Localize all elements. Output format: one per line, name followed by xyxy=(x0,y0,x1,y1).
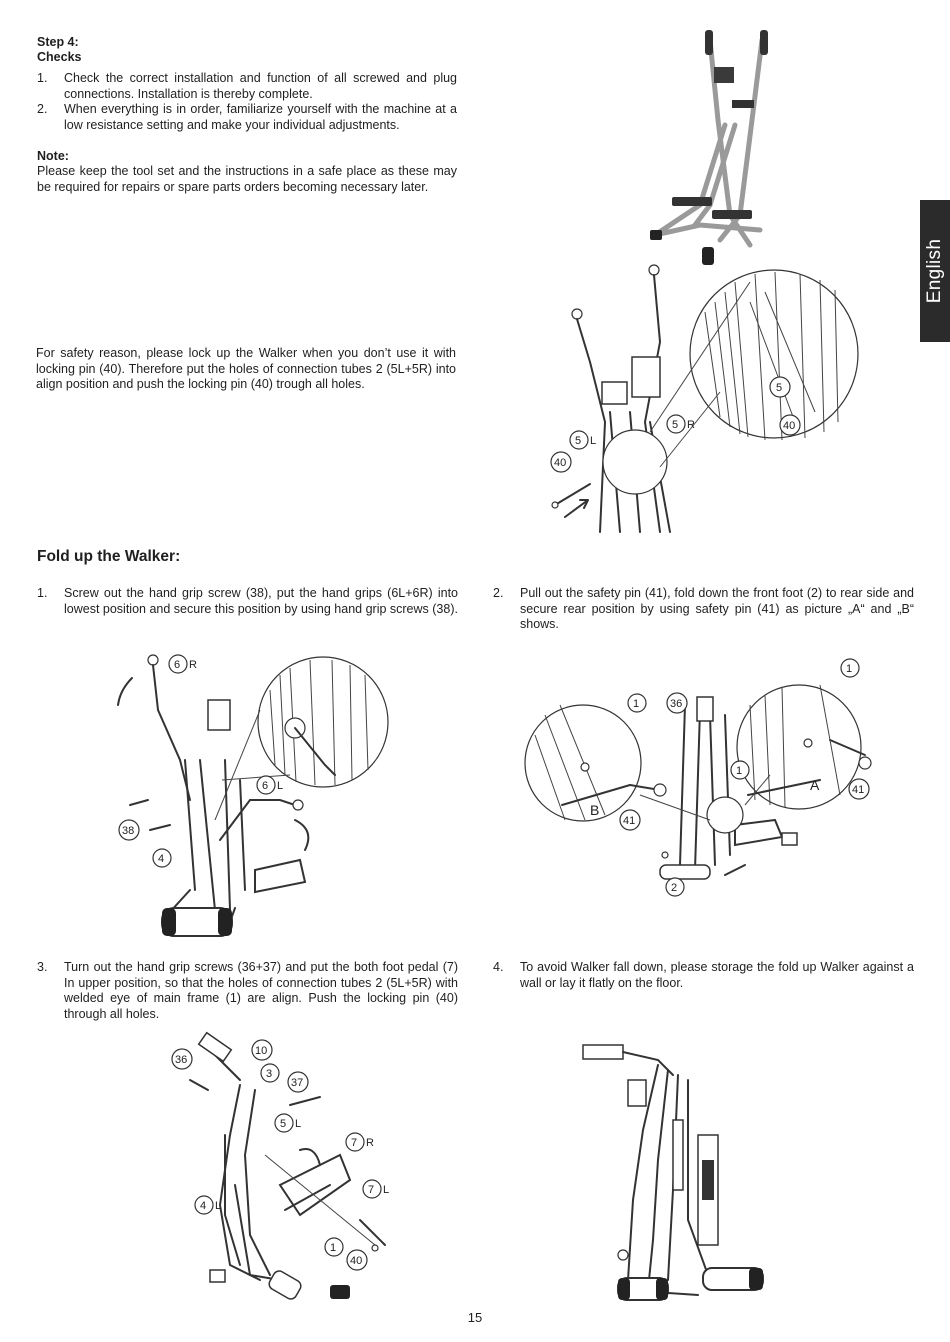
svg-text:40: 40 xyxy=(554,457,566,469)
fold-figure-4 xyxy=(582,1044,764,1301)
callout-6L: 6 L xyxy=(256,775,283,795)
svg-text:40: 40 xyxy=(350,1255,362,1267)
svg-text:L: L xyxy=(277,780,283,792)
svg-text:1: 1 xyxy=(330,1242,336,1254)
detail-label-a: A xyxy=(810,777,820,793)
svg-text:L: L xyxy=(295,1118,301,1130)
fold-step-1: 1.Screw out the hand grip screw (38), pu… xyxy=(37,586,458,617)
callout-5L: 5 L xyxy=(274,1113,301,1133)
fold-step-2: 2.Pull out the safety pin (41), fold dow… xyxy=(493,586,914,633)
step4-list: 1.Check the correct installation and fun… xyxy=(37,71,457,133)
list-item: 1.Check the correct installation and fun… xyxy=(37,71,457,101)
svg-text:L: L xyxy=(215,1200,221,1212)
svg-text:4: 4 xyxy=(158,853,164,865)
svg-text:37: 37 xyxy=(291,1077,303,1089)
callout-4L: 4 L xyxy=(194,1195,221,1215)
callout-40: 40 xyxy=(346,1249,368,1271)
svg-text:1: 1 xyxy=(846,663,852,675)
fold-figure-2: 1 36 1 1 41 41 2 A B xyxy=(524,658,872,897)
callout-37: 37 xyxy=(287,1071,309,1093)
svg-text:1: 1 xyxy=(633,698,639,710)
svg-text:3: 3 xyxy=(266,1068,272,1080)
list-item: 2.When everything is in order, familiari… xyxy=(37,102,457,132)
svg-text:7: 7 xyxy=(351,1137,357,1149)
list-item: 3.Turn out the hand grip screws (36+37) … xyxy=(37,960,458,1021)
fold-title: Fold up the Walker: xyxy=(37,548,181,565)
callout-1: 1 xyxy=(324,1237,344,1257)
svg-text:40: 40 xyxy=(783,420,795,432)
callout-4: 4 xyxy=(152,848,172,868)
svg-text:6: 6 xyxy=(262,780,268,792)
svg-text:L: L xyxy=(383,1184,389,1196)
callout-5L: 5 L xyxy=(569,430,596,450)
fold-step-4: 4.To avoid Walker fall down, please stor… xyxy=(493,960,914,991)
callout-36: 36 xyxy=(666,692,688,714)
step4-heading: Step 4: xyxy=(37,35,79,49)
list-item: 1.Screw out the hand grip screw (38), pu… xyxy=(37,586,458,616)
callout-7R: 7 R xyxy=(345,1132,374,1152)
page-number: 15 xyxy=(467,1310,483,1325)
callout-41-right: 41 xyxy=(848,778,870,800)
note-label: Note: xyxy=(37,149,69,163)
svg-text:5: 5 xyxy=(672,419,678,431)
callout-38: 38 xyxy=(118,819,140,841)
callout-5R: 5 R xyxy=(666,414,695,434)
fold-figure-3: 36 10 3 37 5 L 7 R 7 L 4 L 1 40 xyxy=(171,1031,389,1300)
fold-step-3: 3.Turn out the hand grip screws (36+37) … xyxy=(37,960,458,1022)
svg-text:10: 10 xyxy=(255,1045,267,1057)
note-text: Please keep the tool set and the instruc… xyxy=(37,164,457,194)
fold-figure-1: 6 R 6 L 38 4 xyxy=(117,654,389,937)
svg-text:5: 5 xyxy=(776,382,782,394)
walker-photo xyxy=(650,30,768,265)
callout-10: 10 xyxy=(251,1039,273,1061)
callout-1-right: 1 xyxy=(840,658,860,678)
step4-subheading: Checks xyxy=(37,50,82,64)
callout-3: 3 xyxy=(260,1063,280,1083)
callout-40-detail: 40 xyxy=(779,414,801,436)
svg-text:6: 6 xyxy=(174,659,180,671)
callout-2: 2 xyxy=(665,877,685,897)
locking-pin-illustration: 5 L 40 5 R 5 40 xyxy=(550,264,859,533)
list-item: 4.To avoid Walker fall down, please stor… xyxy=(493,960,914,990)
callout-36: 36 xyxy=(171,1048,193,1070)
svg-text:38: 38 xyxy=(122,825,134,837)
svg-text:36: 36 xyxy=(175,1054,187,1066)
list-item: 2.Pull out the safety pin (41), fold dow… xyxy=(493,586,914,631)
svg-text:L: L xyxy=(590,435,596,447)
callout-41-left: 41 xyxy=(619,809,641,831)
svg-text:36: 36 xyxy=(670,698,682,710)
svg-text:5: 5 xyxy=(280,1118,286,1130)
svg-text:41: 41 xyxy=(852,784,864,796)
svg-text:1: 1 xyxy=(736,765,742,777)
language-tab: English xyxy=(920,200,950,342)
svg-text:2: 2 xyxy=(671,882,677,894)
callout-40: 40 xyxy=(550,451,572,473)
callout-7L: 7 L xyxy=(362,1179,389,1199)
svg-text:R: R xyxy=(366,1137,374,1149)
svg-text:41: 41 xyxy=(623,815,635,827)
safety-text: For safety reason, please lock up the Wa… xyxy=(36,346,456,391)
svg-text:R: R xyxy=(687,419,695,431)
svg-text:7: 7 xyxy=(368,1184,374,1196)
svg-text:R: R xyxy=(189,659,197,671)
detail-label-b: B xyxy=(590,802,599,818)
callout-1-left: 1 xyxy=(627,693,647,713)
callout-1-center: 1 xyxy=(730,760,750,780)
callout-5-detail: 5 xyxy=(769,376,791,398)
svg-text:4: 4 xyxy=(200,1200,206,1212)
callout-6R: 6 R xyxy=(168,654,197,674)
svg-text:5: 5 xyxy=(575,435,581,447)
